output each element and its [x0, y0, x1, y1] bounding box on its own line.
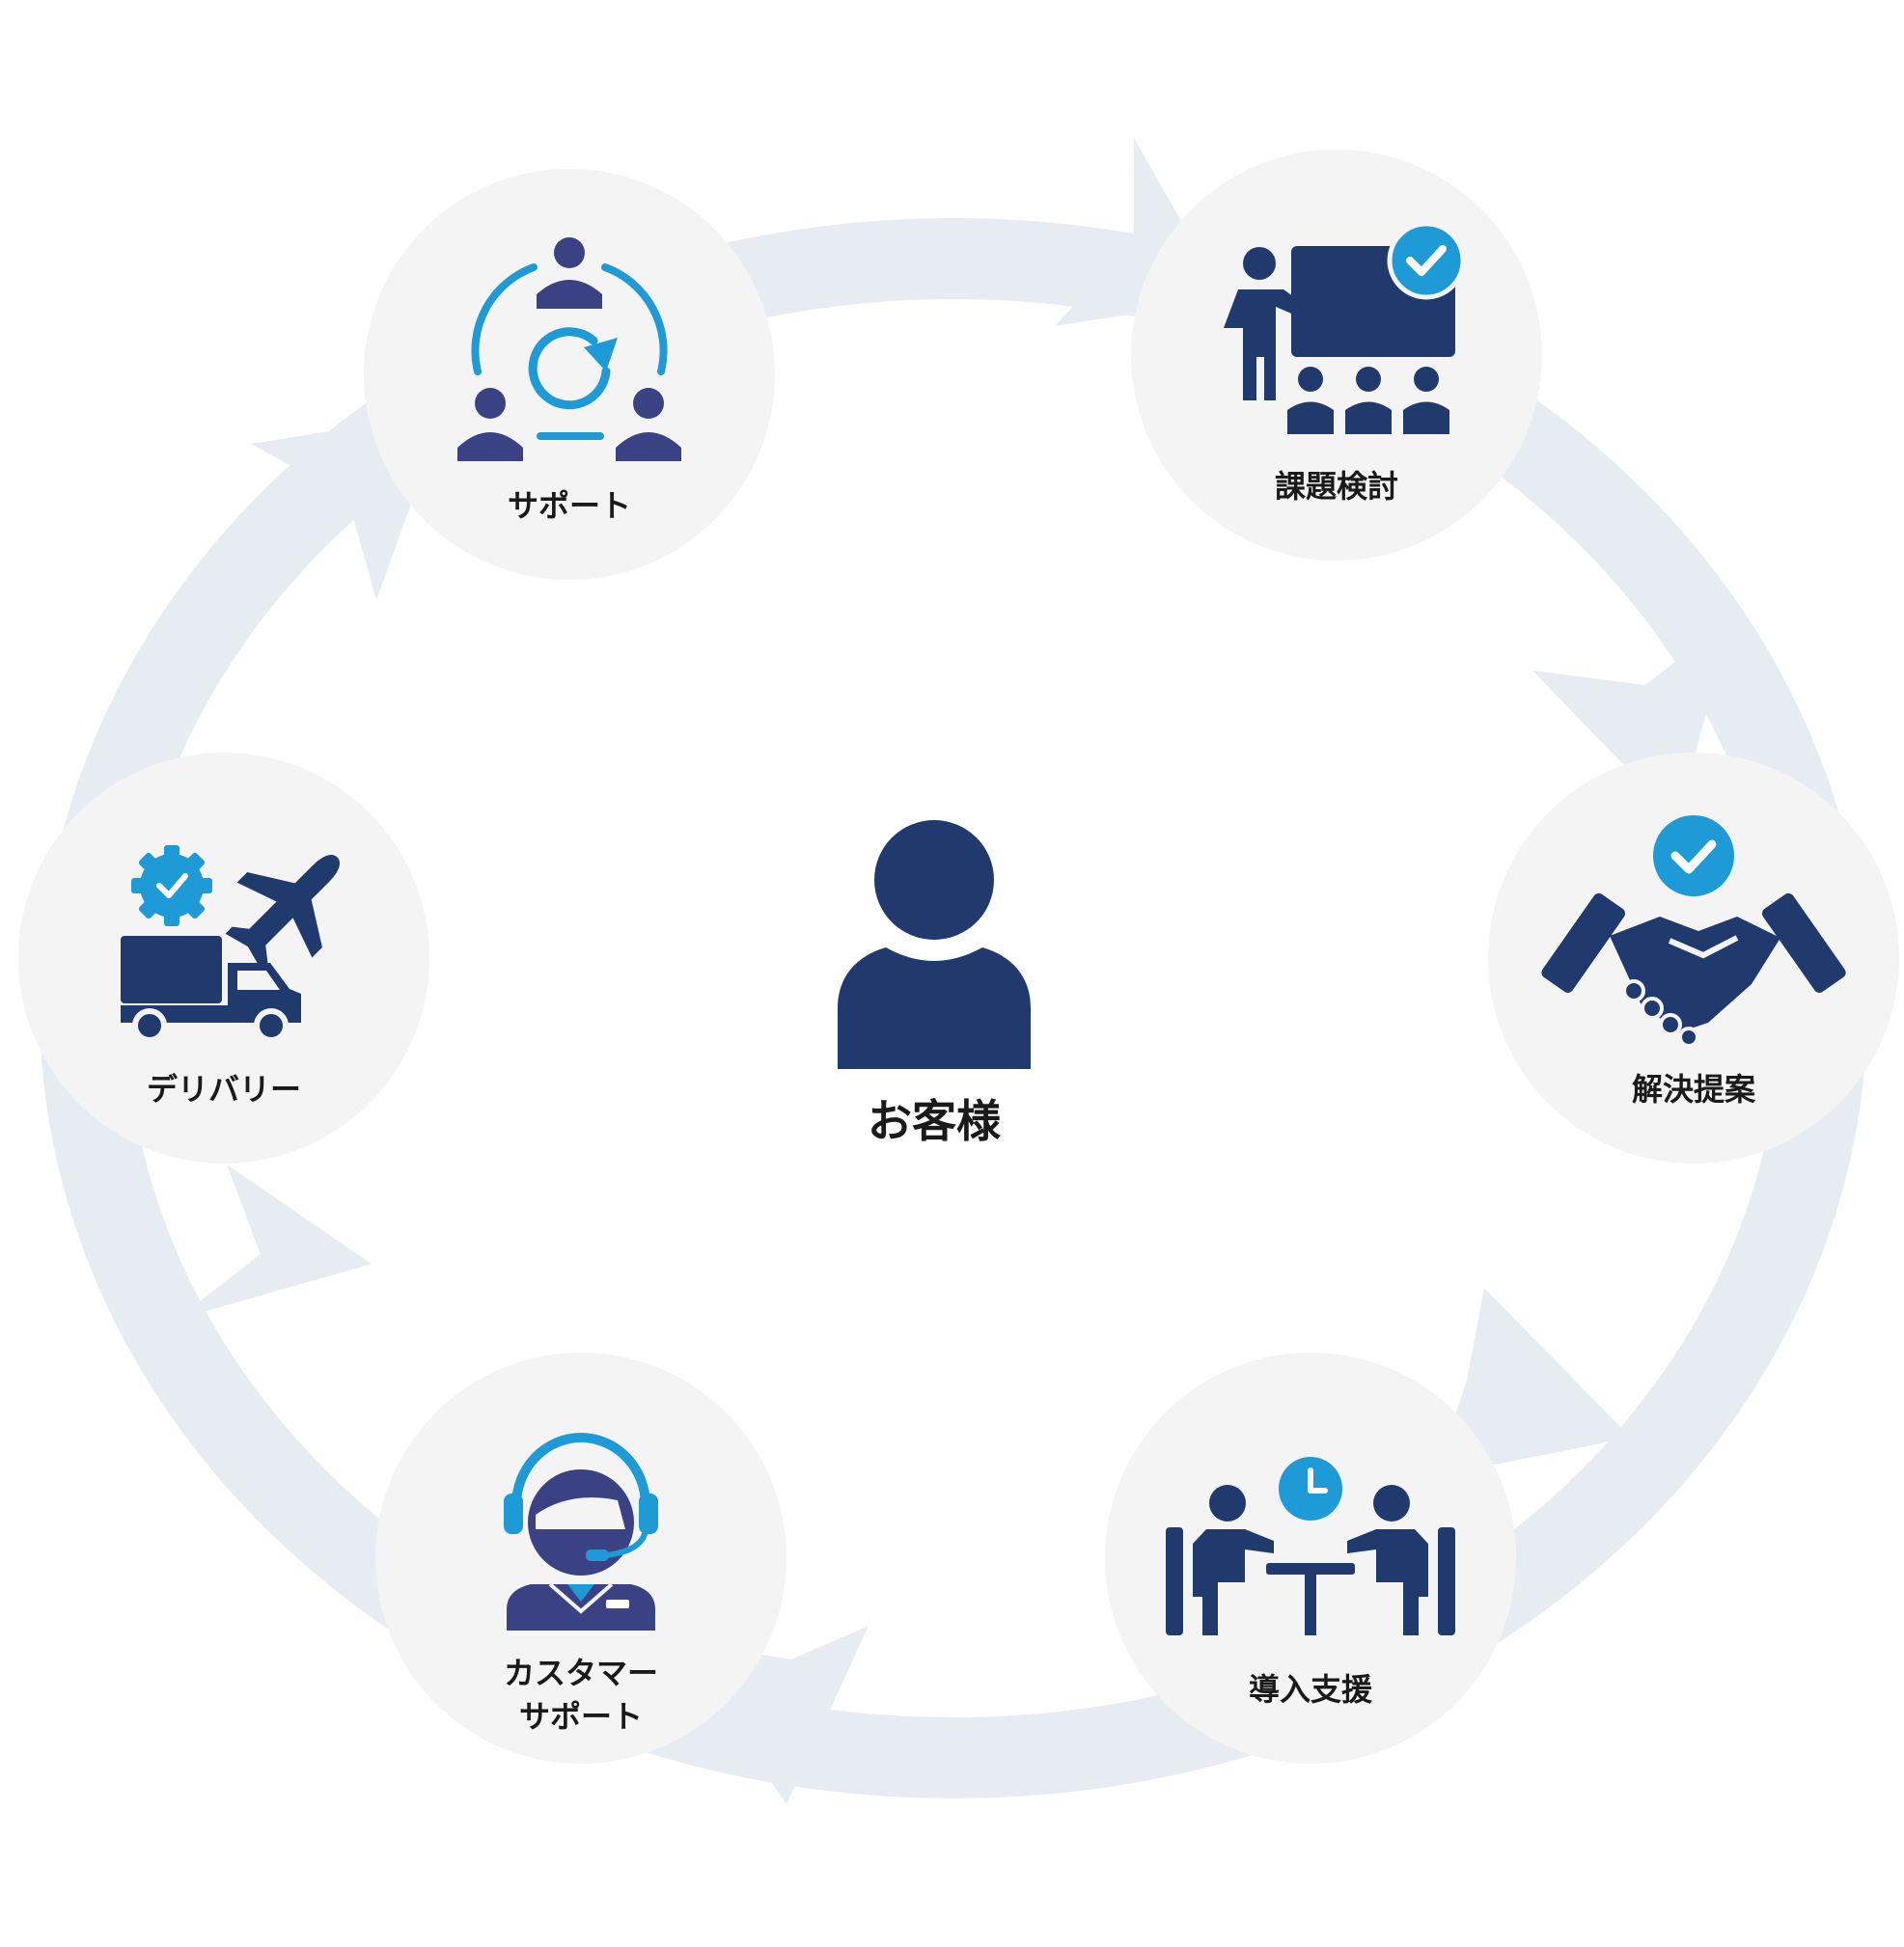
node-label-line-2: サポート: [519, 1698, 643, 1735]
node-solution-proposal: 解決提案: [1488, 753, 1899, 1164]
center-customer: お客様: [838, 820, 1031, 1147]
airplane-icon: [225, 855, 340, 970]
center-label: お客様: [868, 1095, 1002, 1147]
node-support: サポート: [364, 169, 775, 580]
node-label: 解決提案: [1632, 1071, 1756, 1108]
customer-body: [838, 947, 1031, 1069]
arrow-head-left-lower: [176, 1165, 372, 1320]
gear-check-icon: [131, 845, 212, 926]
handshake-check-icon: [1541, 815, 1846, 1048]
node-circle: [1105, 1353, 1516, 1764]
headset-agent-icon: [504, 1433, 658, 1631]
node-label: 導入支援: [1249, 1671, 1373, 1708]
arrow-head-right-lower: [1436, 1288, 1631, 1476]
cycle-arrows: [40, 138, 1867, 1804]
team-cycle-icon: [457, 237, 681, 461]
node-label: デリバリー: [147, 1071, 301, 1108]
node-label: サポート: [508, 487, 631, 524]
node-delivery: デリバリー: [18, 753, 429, 1164]
meeting-clock-icon: [1166, 1457, 1455, 1635]
node-circle: [364, 169, 775, 580]
node-label: 課題検討: [1275, 468, 1398, 505]
presentation-check-icon: [1224, 221, 1466, 434]
truck-icon: [121, 936, 301, 1043]
node-circle: [18, 753, 429, 1164]
node-customer-support: カスタマー サポート: [375, 1353, 786, 1764]
node-label-line-1: カスタマー: [504, 1655, 658, 1691]
customer-head: [874, 820, 994, 940]
node-implementation-support: 導入支援: [1105, 1353, 1516, 1764]
truck-plane-gear-icon: [121, 845, 340, 1043]
node-issue-review: 課題検討: [1131, 150, 1542, 561]
